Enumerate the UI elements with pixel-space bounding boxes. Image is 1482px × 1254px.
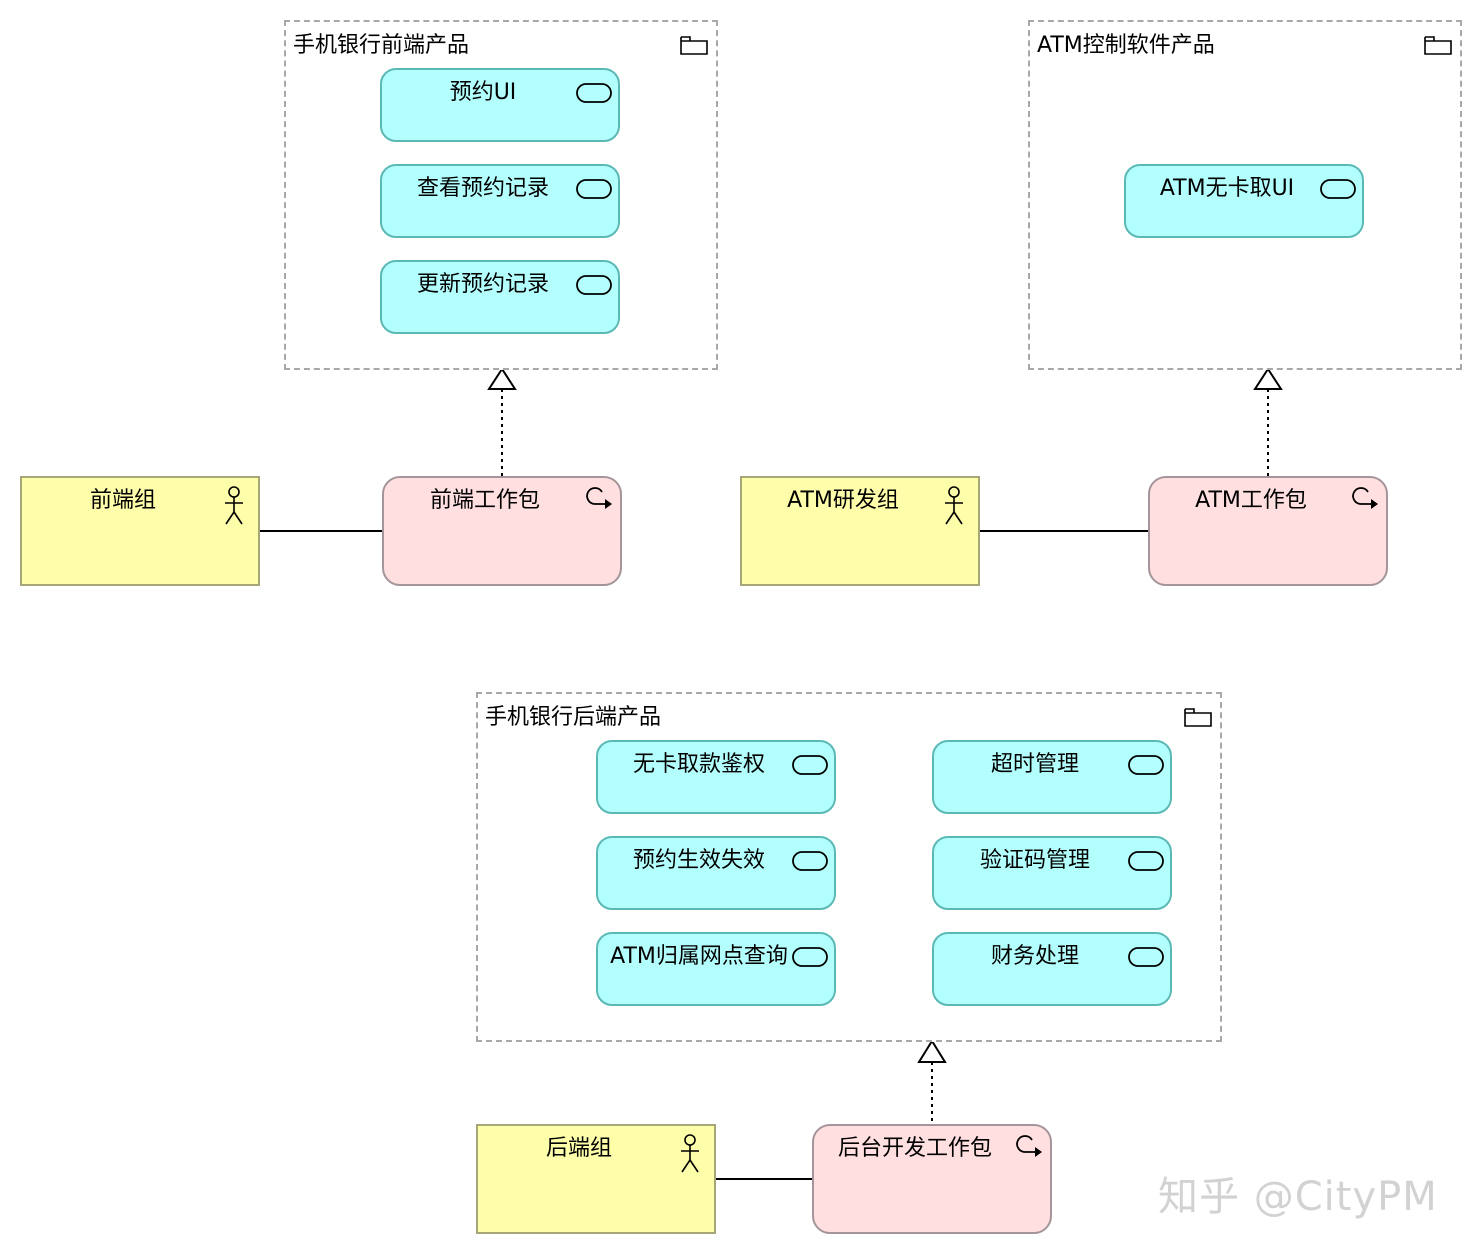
interface-atm-branch-query[interactable]: ATM归属网点查询 bbox=[596, 932, 836, 1006]
realization-arrowhead-frontend bbox=[487, 367, 517, 390]
actor-label: 前端组 bbox=[89, 488, 156, 513]
interface-pill-icon bbox=[576, 83, 612, 103]
work-package-label: 前端工作包 bbox=[429, 488, 540, 513]
interface-label: 验证码管理 bbox=[979, 848, 1090, 873]
work-package-label: ATM工作包 bbox=[1195, 488, 1307, 513]
interface-label: 无卡取款鉴权 bbox=[632, 752, 765, 777]
actor-backend-team[interactable]: 后端组 bbox=[476, 1124, 716, 1234]
realization-arrowhead-atm bbox=[1253, 367, 1283, 390]
interface-reserve-ui[interactable]: 预约UI bbox=[380, 68, 620, 142]
interface-label: 查看预约记录 bbox=[416, 176, 549, 201]
interface-atm-cardless-ui[interactable]: ATM无卡取UI bbox=[1124, 164, 1364, 238]
interface-label: ATM无卡取UI bbox=[1159, 176, 1295, 201]
interface-pill-icon bbox=[1128, 851, 1164, 871]
work-package-frontend[interactable]: 前端工作包 bbox=[382, 476, 622, 586]
interface-label: 预约生效失效 bbox=[632, 848, 765, 873]
interface-pill-icon bbox=[1320, 179, 1356, 199]
actor-label: ATM研发组 bbox=[787, 488, 899, 513]
interface-timeout-mgmt[interactable]: 超时管理 bbox=[932, 740, 1172, 814]
stick-figure-icon bbox=[225, 486, 243, 525]
folder-icon bbox=[1184, 708, 1212, 727]
interface-label: ATM归属网点查询 bbox=[610, 944, 788, 969]
circular-arrow-icon bbox=[586, 487, 612, 509]
interface-pill-icon bbox=[792, 851, 828, 871]
actor-atm-team[interactable]: ATM研发组 bbox=[740, 476, 980, 586]
interface-label: 财务处理 bbox=[990, 944, 1079, 969]
interface-pill-icon bbox=[576, 275, 612, 295]
interface-pill-icon bbox=[792, 755, 828, 775]
group-title: ATM控制软件产品 bbox=[1037, 33, 1215, 58]
interface-pill-icon bbox=[576, 179, 612, 199]
realization-arrowhead-backend bbox=[917, 1039, 947, 1063]
group-title: 手机银行前端产品 bbox=[293, 33, 470, 58]
folder-icon bbox=[1424, 36, 1452, 55]
interface-view-records[interactable]: 查看预约记录 bbox=[380, 164, 620, 238]
interface-update-records[interactable]: 更新预约记录 bbox=[380, 260, 620, 334]
group-title: 手机银行后端产品 bbox=[485, 705, 662, 730]
work-package-label: 后台开发工作包 bbox=[837, 1136, 992, 1161]
actor-label: 后端组 bbox=[545, 1136, 612, 1161]
interface-pill-icon bbox=[1128, 755, 1164, 775]
interface-finance-process[interactable]: 财务处理 bbox=[932, 932, 1172, 1006]
stick-figure-icon bbox=[945, 486, 963, 525]
interface-pill-icon bbox=[1128, 947, 1164, 967]
actor-frontend-team[interactable]: 前端组 bbox=[20, 476, 260, 586]
folder-icon bbox=[680, 36, 708, 55]
circular-arrow-icon bbox=[1352, 487, 1378, 509]
circular-arrow-icon bbox=[1016, 1135, 1042, 1157]
stick-figure-icon bbox=[681, 1134, 699, 1173]
interface-label: 超时管理 bbox=[990, 752, 1079, 777]
work-package-backend[interactable]: 后台开发工作包 bbox=[812, 1124, 1052, 1234]
interface-reserve-valid[interactable]: 预约生效失效 bbox=[596, 836, 836, 910]
interface-captcha-mgmt[interactable]: 验证码管理 bbox=[932, 836, 1172, 910]
work-package-atm[interactable]: ATM工作包 bbox=[1148, 476, 1388, 586]
interface-cardless-auth[interactable]: 无卡取款鉴权 bbox=[596, 740, 836, 814]
interface-label: 预约UI bbox=[449, 80, 517, 105]
interface-label: 更新预约记录 bbox=[416, 272, 549, 297]
interface-pill-icon bbox=[792, 947, 828, 967]
watermark: 知乎 @CityPM bbox=[1158, 1174, 1438, 1220]
